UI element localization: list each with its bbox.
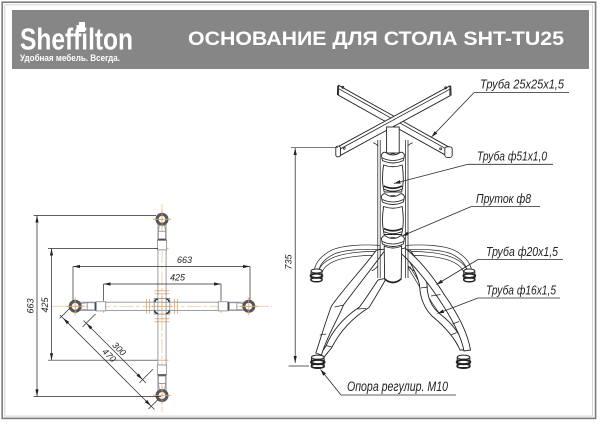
svg-text:Труба ф20х1,5: Труба ф20х1,5 — [486, 245, 558, 259]
svg-text:Пруток ф8: Пруток ф8 — [476, 192, 531, 206]
svg-text:735: 735 — [284, 254, 294, 270]
svg-text:425: 425 — [170, 273, 186, 283]
svg-text:425: 425 — [40, 297, 50, 313]
svg-text:ОСНОВАНИЕ ДЛЯ СТОЛА SHT-TU25: ОСНОВАНИЕ ДЛЯ СТОЛА SHT-TU25 — [188, 29, 564, 50]
svg-text:Труба ф16х1,5: Труба ф16х1,5 — [486, 284, 556, 298]
svg-text:663: 663 — [26, 298, 36, 313]
svg-text:Труба ф51х1,0: Труба ф51х1,0 — [477, 150, 547, 164]
svg-text:Опора регулир. М10: Опора регулир. М10 — [347, 379, 448, 394]
svg-text:Удобная мебель. Всегда.: Удобная мебель. Всегда. — [20, 53, 120, 64]
svg-text:663: 663 — [177, 255, 192, 265]
svg-text:Труба 25x25x1,5: Труба 25x25x1,5 — [480, 78, 564, 92]
